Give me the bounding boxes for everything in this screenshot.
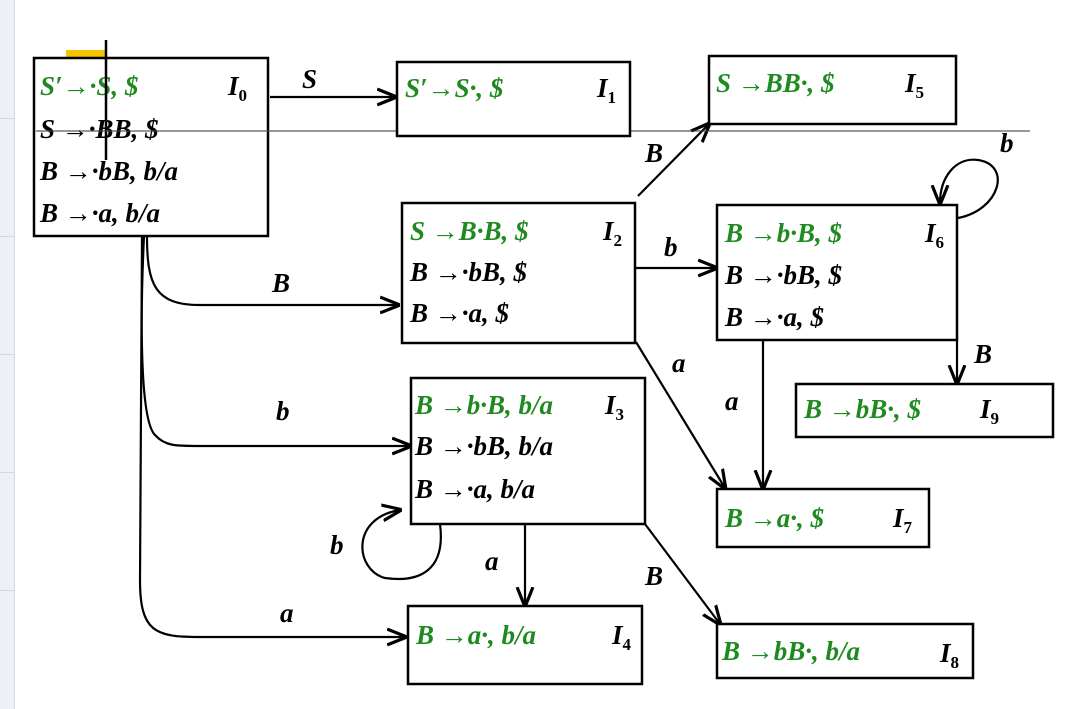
state-I6: B →b·B, $ B →·bB, $ B →·a, $ I6	[715, 203, 959, 342]
item-I0-3: B →·a, b/a	[39, 198, 160, 228]
item-I2-0: S →B·B, $	[410, 216, 529, 246]
state-label-I1: I1	[596, 73, 616, 107]
item-I7-0: B →a·, $	[724, 503, 824, 533]
edge-I3-I8	[644, 523, 720, 624]
state-box-I6	[715, 203, 959, 342]
state-I0: S′→·S, $ S →·BB, $ B →·bB, b/a B →·a, b/…	[32, 56, 270, 238]
state-label-I3: I3	[604, 390, 624, 424]
edge-label-I0-I4: a	[280, 598, 294, 628]
transition-labels: S B b a B b a b a B b a B	[271, 64, 1014, 628]
state-label-I5: I5	[904, 68, 924, 102]
state-box-I3	[409, 376, 647, 526]
edge-label-I3-I3: b	[330, 530, 344, 560]
state-box-I2	[400, 201, 637, 345]
edge-I0-I4	[138, 235, 405, 637]
edge-I2-I5	[637, 124, 709, 197]
state-label-I6: I6	[924, 218, 944, 252]
item-I6-0: B →b·B, $	[724, 218, 842, 248]
state-label-I4: I4	[611, 620, 632, 654]
item-I3-1: B →·bB, b/a	[414, 431, 553, 461]
state-box-I4	[406, 604, 644, 686]
edge-label-I3-I8: B	[644, 561, 663, 591]
margin-tick	[0, 236, 14, 237]
edge-label-I2-I5: B	[644, 138, 663, 168]
state-I4: B →a·, b/a I4	[406, 604, 644, 686]
item-I0-0: S′→·S, $	[40, 71, 138, 101]
item-I2-1: B →·bB, $	[409, 257, 527, 287]
transition-edges	[138, 97, 999, 637]
state-I1: S′→S·, $ I1	[395, 60, 632, 138]
state-label-I0: I0	[227, 71, 247, 105]
edge-label-I6-I7: a	[725, 386, 739, 416]
item-I1-0: S′→S·, $	[405, 73, 503, 103]
edge-label-I6-I9: B	[973, 339, 992, 369]
margin-tick	[0, 118, 14, 119]
state-label-I2: I2	[602, 216, 622, 250]
edge-I6-I6	[940, 158, 999, 220]
margin-tick	[0, 472, 14, 473]
item-I6-1: B →·bB, $	[724, 260, 842, 290]
state-label-I9: I9	[979, 394, 999, 428]
item-I0-2: B →·bB, b/a	[39, 156, 178, 186]
item-I5-0: S →BB·, $	[716, 68, 835, 98]
state-I7: B →a·, $ I7	[715, 487, 931, 549]
edge-label-I0-I3: b	[276, 396, 290, 426]
state-I3: B →b·B, b/a B →·bB, b/a B →·a, b/a I3	[409, 376, 647, 526]
item-I9-0: B →bB·, $	[803, 394, 921, 424]
edge-I2-I7	[635, 341, 725, 488]
item-I2-2: B →·a, $	[409, 298, 509, 328]
edge-label-I2-I6: b	[664, 232, 678, 262]
state-box-I1	[395, 60, 632, 138]
edge-label-I3-I4: a	[485, 546, 499, 576]
item-I4-0: B →a·, b/a	[415, 620, 536, 650]
slide-left-margin	[0, 0, 15, 709]
item-I0-1: S →·BB, $	[40, 114, 159, 144]
edge-label-I2-I7: a	[672, 348, 686, 378]
state-I8: B →bB·, b/a I8	[715, 622, 975, 680]
margin-tick	[0, 590, 14, 591]
state-box-I0	[32, 56, 270, 238]
edge-I0-I2	[145, 235, 398, 305]
item-I8-0: B →bB·, b/a	[721, 636, 860, 666]
state-I2: S →B·B, $ B →·bB, $ B →·a, $ I2	[400, 201, 637, 345]
item-I6-2: B →·a, $	[724, 302, 824, 332]
edge-label-I0-I1: S	[302, 64, 317, 94]
edge-label-I6-I6: b	[1000, 128, 1014, 158]
state-I5: S →BB·, $ I5	[707, 54, 958, 126]
state-I9: B →bB·, $ I9	[794, 382, 1055, 439]
edge-label-I0-I2: B	[271, 268, 290, 298]
state-label-I7: I7	[892, 503, 913, 537]
edge-I3-I3	[361, 510, 442, 581]
state-box-I5	[707, 54, 958, 126]
item-I3-2: B →·a, b/a	[414, 474, 535, 504]
state-label-I8: I8	[939, 638, 959, 672]
state-box-I8	[715, 622, 975, 680]
state-box-I9	[794, 382, 1055, 439]
item-I3-0: B →b·B, b/a	[414, 390, 553, 420]
margin-tick	[0, 354, 14, 355]
state-box-I7	[715, 487, 931, 549]
